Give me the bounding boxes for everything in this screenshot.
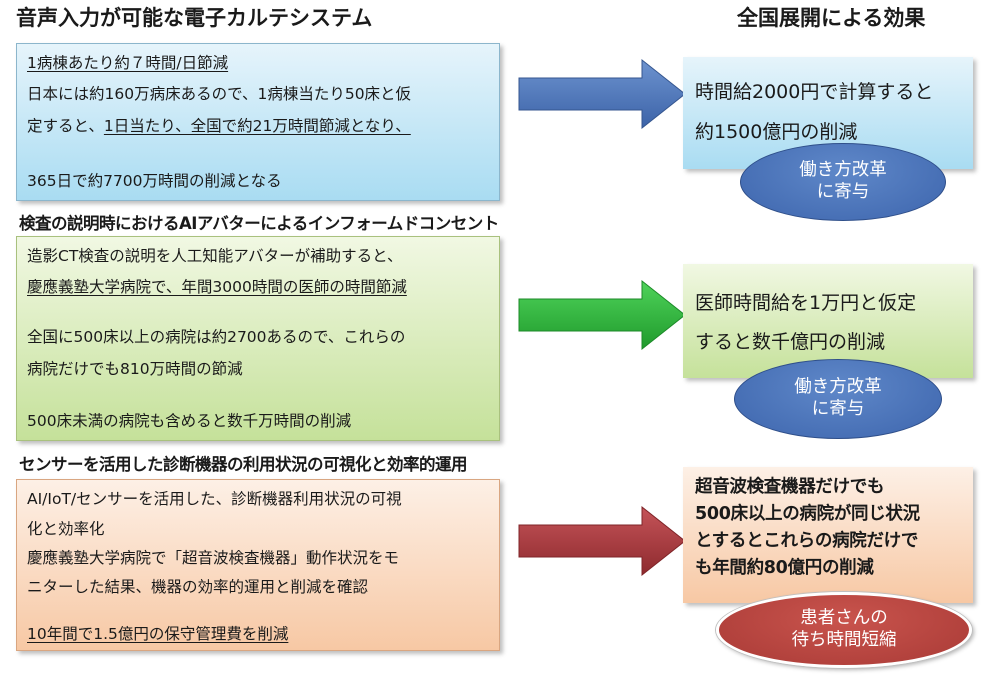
section3-effect-line-3: とするとこれらの病院だけで bbox=[695, 531, 919, 551]
section1-oval: 働き方改革 に寄与 bbox=[740, 143, 946, 221]
section3-effect-line-4: も年間約80億円の削減 bbox=[695, 558, 874, 578]
section3-line-1: AI/IoT/センサーを活用した、診断機器利用状況の可視 bbox=[27, 490, 402, 508]
section1-line-1: 1病棟あたり約７時間/日節減 bbox=[27, 54, 229, 72]
section1-box: 1病棟あたり約７時間/日節減 日本には約160万病床あるので、1病棟当たり50床… bbox=[16, 43, 500, 201]
section3-effect-box: 超音波検査機器だけでも 500床以上の病院が同じ状況 とするとこれらの病院だけで… bbox=[683, 467, 973, 603]
section3-effect-line-2: 500床以上の病院が同じ状況 bbox=[695, 504, 920, 524]
section3-line-5: 10年間で1.5億円の保守管理費を削減 bbox=[27, 625, 289, 643]
section2-effect-box: 医師時間給を1万円と仮定 すると数千億円の削減 bbox=[683, 264, 973, 378]
section1-line-5: 365日で約7700万時間の削減となる bbox=[27, 172, 282, 190]
section2-line-4: 病院だけでも810万時間の節減 bbox=[27, 360, 243, 378]
section2-arrow bbox=[518, 279, 686, 351]
section2-oval: 働き方改革 に寄与 bbox=[734, 359, 942, 439]
section3-arrow bbox=[518, 505, 686, 577]
left-title: 音声入力が可能な電子カルテシステム bbox=[16, 6, 373, 30]
section3-effect-line-1: 超音波検査機器だけでも bbox=[695, 477, 885, 497]
section1-line-2: 日本には約160万病床あるので、1病棟当たり50床と仮 bbox=[27, 85, 412, 103]
section3-line-4: ニターした結果、機器の効率的運用と削減を確認 bbox=[27, 578, 369, 596]
section2-line-3: 全国に500床以上の病院は約2700あるので、これらの bbox=[27, 328, 406, 346]
section2-oval-line-2: に寄与 bbox=[811, 399, 865, 419]
section3-oval: 患者さんの 待ち時間短縮 bbox=[716, 592, 972, 668]
section1-effect-line-2: 約1500億円の削減 bbox=[695, 121, 858, 143]
section2-line-1: 造影CT検査の説明を人工知能アバターが補助すると、 bbox=[27, 247, 403, 265]
section2-heading: 検査の説明時におけるAIアバターによるインフォームドコンセント bbox=[19, 214, 499, 233]
section2-oval-line-1: 働き方改革 bbox=[794, 377, 882, 398]
section1-oval-line-2: に寄与 bbox=[816, 182, 870, 202]
section2-effect-line-2: すると数千億円の削減 bbox=[695, 331, 886, 353]
section1-oval-line-1: 働き方改革 bbox=[799, 160, 887, 181]
section1-effect-line-1: 時間給2000円で計算すると bbox=[695, 81, 934, 103]
section2-effect-line-1: 医師時間給を1万円と仮定 bbox=[695, 292, 917, 314]
section3-line-2: 化と効率化 bbox=[27, 520, 105, 538]
section3-box: AI/IoT/センサーを活用した、診断機器利用状況の可視 化と効率化 慶應義塾大… bbox=[16, 479, 500, 651]
section2-line-5: 500床未満の病院も含めると数千万時間の削減 bbox=[27, 412, 352, 430]
section2-box: 造影CT検査の説明を人工知能アバターが補助すると、 慶應義塾大学病院で、年間30… bbox=[16, 236, 500, 441]
section1-line-3b: 1日当たり、全国で約21万時間節減となり、 bbox=[103, 117, 411, 135]
right-title: 全国展開による効果 bbox=[737, 6, 926, 30]
section3-oval-line-1: 患者さんの bbox=[800, 608, 888, 629]
section3-line-3: 慶應義塾大学病院で「超音波検査機器」動作状況をモ bbox=[27, 549, 400, 567]
section3-oval-line-2: 待ち時間短縮 bbox=[791, 630, 897, 650]
section1-line-3a: 定すると、 bbox=[27, 117, 104, 135]
section1-arrow bbox=[518, 58, 686, 130]
section3-heading: センサーを活用した診断機器の利用状況の可視化と効率的運用 bbox=[19, 455, 468, 474]
section1-line-3: 定すると、1日当たり、全国で約21万時間節減となり、 bbox=[27, 114, 411, 136]
section2-line-2: 慶應義塾大学病院で、年間3000時間の医師の時間節減 bbox=[27, 278, 407, 296]
